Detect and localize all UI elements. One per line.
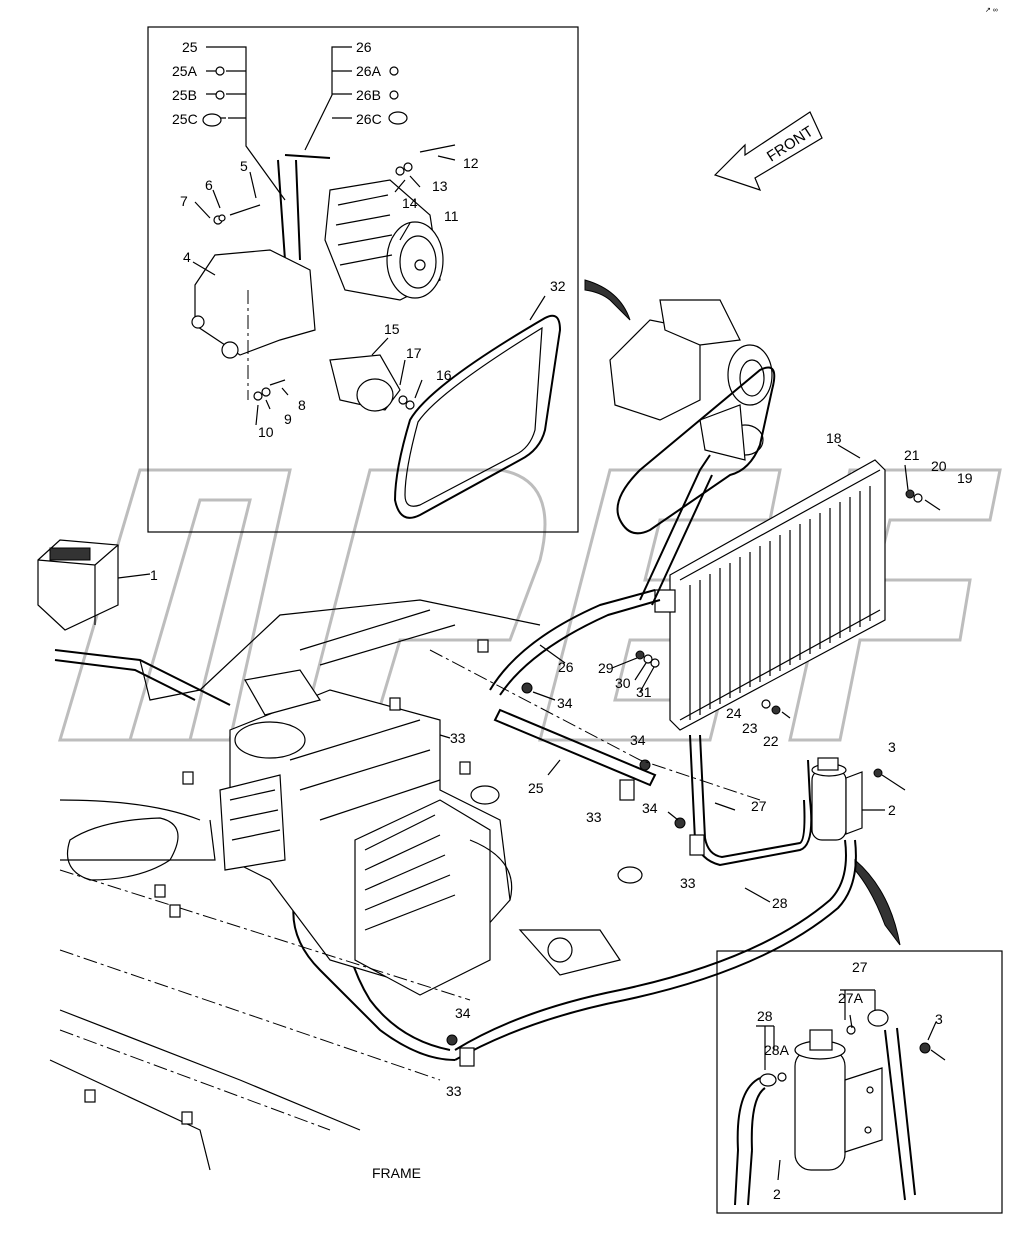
- label-28a-detail: 28A: [764, 1042, 790, 1058]
- label-31: 31: [636, 684, 652, 700]
- label-26a: 26A: [356, 63, 382, 79]
- label-33-d: 33: [446, 1083, 462, 1099]
- frame: [49, 599, 761, 1171]
- label-19: 19: [957, 470, 973, 486]
- label-28-detail: 28: [757, 1008, 773, 1024]
- hvac-unit: [219, 669, 513, 996]
- label-22: 22: [763, 733, 779, 749]
- label-34-b: 34: [630, 732, 646, 748]
- receiver-drier-detail: [794, 1029, 883, 1171]
- label-27a-detail: 27A: [838, 990, 864, 1006]
- label-20: 20: [931, 458, 947, 474]
- label-24: 24: [726, 705, 742, 721]
- label-2-detail: 2: [773, 1186, 781, 1202]
- corner-mark: ↗ ∞: [985, 7, 998, 14]
- label-11: 11: [444, 208, 459, 224]
- label-6: 6: [205, 177, 213, 193]
- label-15: 15: [384, 321, 400, 337]
- label-12: 12: [463, 155, 479, 171]
- label-26b: 26B: [356, 87, 381, 103]
- label-13: 13: [432, 178, 448, 194]
- compressor-main: [609, 299, 773, 461]
- label-28-main: 28: [772, 895, 788, 911]
- label-26-main: 26: [558, 659, 574, 675]
- frame-label: FRAME: [372, 1165, 421, 1181]
- compressor-detail: [324, 179, 444, 301]
- label-27-detail: 27: [852, 959, 868, 975]
- label-23: 23: [742, 720, 758, 736]
- ac-controller: [37, 539, 119, 631]
- label-9: 9: [284, 411, 292, 427]
- label-25c: 25C: [172, 111, 198, 127]
- label-33-a: 33: [450, 730, 466, 746]
- receiver-drier-main: [811, 757, 863, 841]
- label-5: 5: [240, 158, 248, 174]
- label-26: 26: [356, 39, 372, 55]
- label-8: 8: [298, 397, 306, 413]
- label-27-main: 27: [751, 798, 767, 814]
- label-30: 30: [615, 675, 631, 691]
- label-4: 4: [183, 249, 191, 265]
- label-26c: 26C: [356, 111, 382, 127]
- condenser: [654, 459, 886, 731]
- label-25a: 25A: [172, 63, 198, 79]
- label-29: 29: [598, 660, 614, 676]
- label-34-d: 34: [455, 1005, 471, 1021]
- compressor-detail-box: [147, 26, 579, 533]
- label-2-main: 2: [888, 802, 896, 818]
- label-7: 7: [180, 193, 188, 209]
- label-34-c: 34: [642, 800, 658, 816]
- label-33-c: 33: [680, 875, 696, 891]
- label-3-main: 3: [888, 739, 896, 755]
- label-25-main: 25: [528, 780, 544, 796]
- label-1: 1: [150, 567, 158, 583]
- callout-arrow-bottom: [854, 858, 901, 946]
- label-25: 25: [182, 39, 198, 55]
- label-18: 18: [826, 430, 842, 446]
- drier-detail-box: [716, 950, 1003, 1214]
- label-21: 21: [904, 447, 920, 463]
- label-34-a: 34: [557, 695, 573, 711]
- label-14: 14: [402, 195, 418, 211]
- label-33-b: 33: [586, 809, 602, 825]
- label-25b: 25B: [172, 87, 197, 103]
- front-arrow: FRONT: [713, 111, 823, 191]
- label-10: 10: [258, 424, 274, 440]
- label-16: 16: [436, 367, 452, 383]
- callout-arrow-top: [584, 279, 631, 321]
- label-17: 17: [406, 345, 422, 361]
- label-32: 32: [550, 278, 566, 294]
- label-3-detail: 3: [935, 1011, 943, 1027]
